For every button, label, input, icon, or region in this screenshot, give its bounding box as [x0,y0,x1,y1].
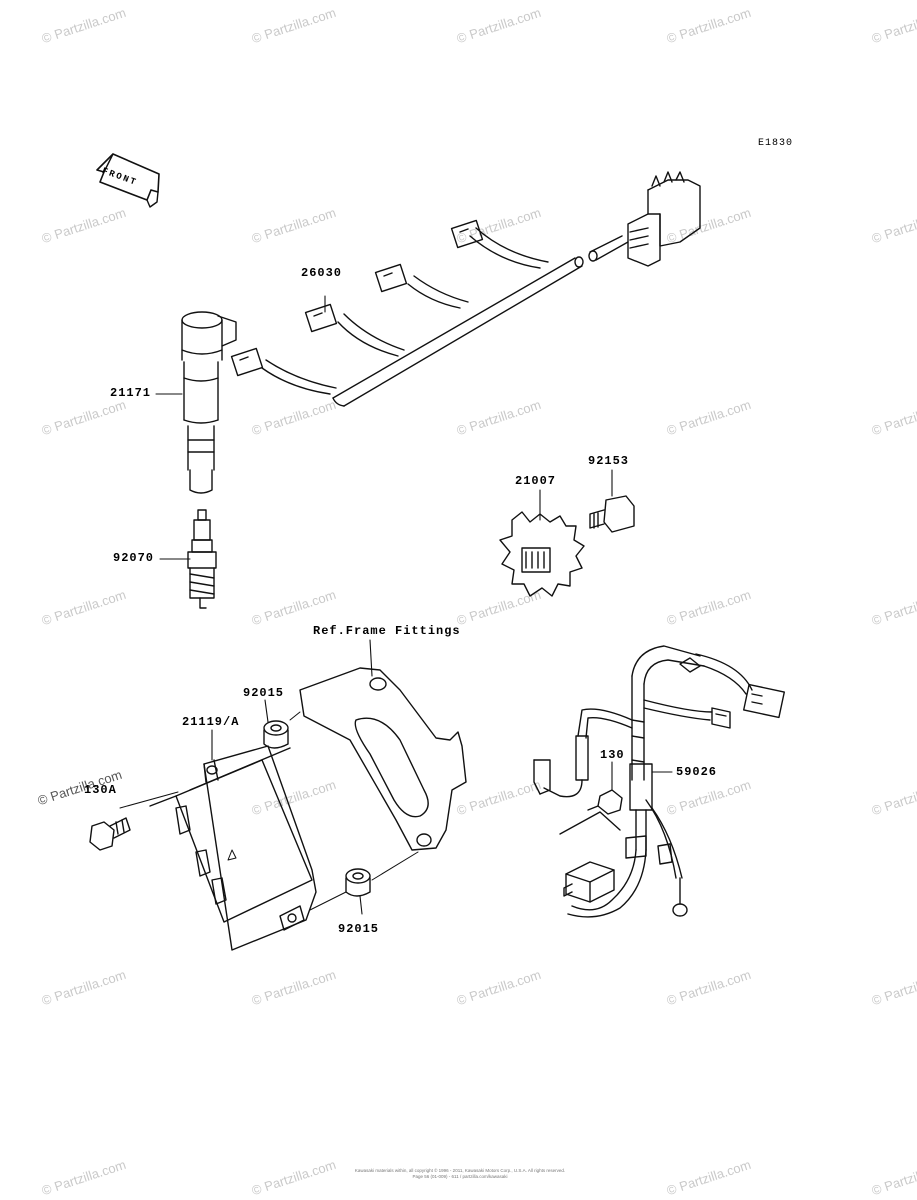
collar-92015-top [263,720,289,749]
footer-line-1: Kawasaki materials within, all copyright… [354,1168,566,1173]
part-26030[interactable]: 26030 [301,266,343,280]
spark-plug-92070 [187,509,217,609]
bolt-92153 [589,495,635,533]
reference-note: Ref.Frame Fittings [313,624,461,638]
footer-line-2: Page 56 (01-009) - 611 / partzilla.com/k… [412,1174,508,1179]
guide-lines [119,711,419,911]
part-92153[interactable]: 92153 [588,454,630,468]
sub-harness-26030 [230,171,701,407]
timing-rotor-21007 [499,511,585,597]
bolt-130a [89,817,131,851]
part-21119-a[interactable]: 21119/A [182,715,240,729]
igniter-21119-a [149,745,317,951]
collar-92015-bottom [345,868,371,897]
part-92015-top[interactable]: 92015 [243,686,285,700]
part-21171[interactable]: 21171 [110,386,152,400]
leader-lines [155,295,673,915]
part-59026[interactable]: 59026 [676,765,718,779]
part-92015-bottom[interactable]: 92015 [338,922,380,936]
ignition-coil-21171 [181,311,237,494]
part-130a[interactable]: 130A [84,783,117,797]
copyright-footer: Kawasaki materials within, all copyright… [340,1168,580,1180]
front-arrow-icon [96,153,160,208]
part-92070[interactable]: 92070 [113,551,155,565]
part-130[interactable]: 130 [600,748,625,762]
main-harness-59026 [533,645,786,918]
diagram-code: E1830 [758,138,794,149]
frame-fitting-bracket [299,667,467,851]
part-21007[interactable]: 21007 [515,474,557,488]
